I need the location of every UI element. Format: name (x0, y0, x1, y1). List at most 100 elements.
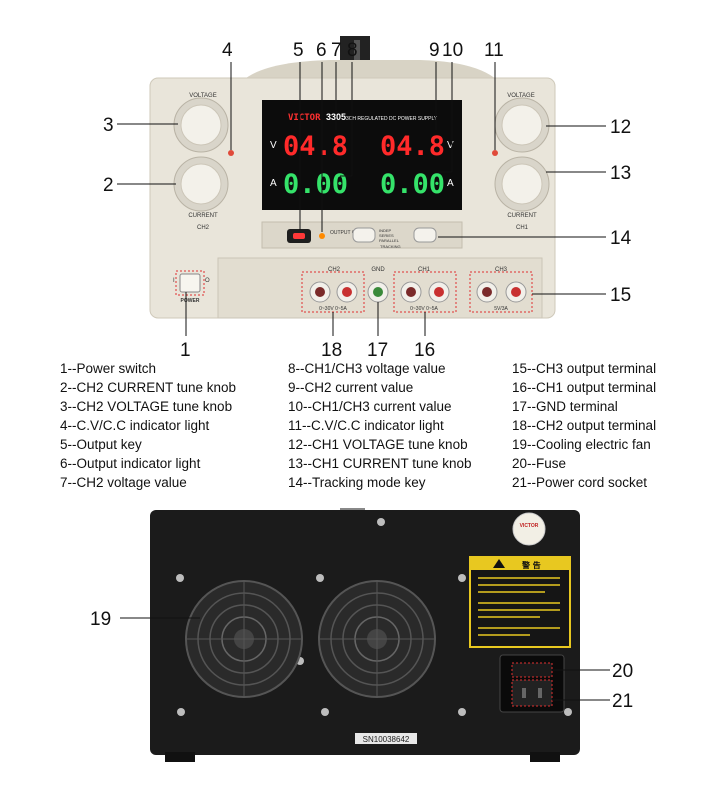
ch1-terminal-label: CH1 (418, 267, 431, 273)
power-switch-highlight (175, 270, 205, 296)
legend-item: 13--CH1 CURRENT tune knob (288, 456, 472, 471)
callout-15: 15 (610, 285, 631, 306)
legend-column-2: 8--CH1/CH3 voltage value 9--CH2 current … (288, 359, 472, 492)
rear-leader-lines (120, 617, 610, 701)
serial-number: SN10038642 (363, 735, 410, 744)
output-label: OUTPUT ON/OFF (330, 230, 371, 236)
legend-item: 10--CH1/CH3 current value (288, 399, 452, 414)
power-mark-off: O (205, 278, 210, 284)
warning-header (471, 558, 569, 570)
legend-column-1: 1--Power switch 2--CH2 CURRENT tune knob… (60, 359, 236, 492)
output-indicator-light (319, 233, 325, 239)
warning-label (469, 556, 571, 648)
callout-7: 7 (331, 40, 342, 61)
cooling-fan-left (185, 580, 303, 698)
fuse-holder[interactable] (511, 662, 553, 678)
callout-11: 11 (484, 40, 504, 61)
ch1-voltage-value: 04.8 (380, 131, 445, 162)
legend-item: 19--Cooling electric fan (512, 437, 651, 452)
warning-title: 警 告 (521, 560, 541, 570)
legend-item: 8--CH1/CH3 voltage value (288, 361, 446, 376)
tracking-parallel: PARALLEL (379, 238, 400, 243)
legend-item: 20--Fuse (512, 456, 567, 471)
ch1-cv-cc-indicator-light (492, 150, 498, 156)
tracking-label: TRACKING (380, 244, 401, 249)
ch1-range: 0~30V 0~5A (410, 306, 438, 312)
ch1-current-label: CURRENT (507, 213, 537, 219)
callout-5: 5 (293, 40, 304, 61)
callout-18: 18 (321, 340, 342, 361)
legend-item: 4--C.V/C.C indicator light (60, 418, 210, 433)
legend-item: 18--CH2 output terminal (512, 418, 657, 433)
rear-screws (176, 518, 572, 716)
legend-item: 15--CH3 output terminal (512, 361, 657, 376)
callout-19: 19 (90, 609, 111, 630)
ch3-range: 5V/3A (494, 306, 508, 312)
front-leader-lines (117, 62, 606, 336)
legend-item: 2--CH2 CURRENT tune knob (60, 380, 237, 395)
legend-item: 16--CH1 output terminal (512, 380, 657, 395)
front-callouts: 3 2 4 5 6 7 8 9 10 11 12 13 14 15 1 18 1… (103, 40, 632, 361)
unit-a-right: A (447, 178, 454, 189)
serial-label (355, 733, 417, 744)
callout-12: 12 (610, 117, 631, 138)
legend-item: 5--Output key (60, 437, 142, 452)
callout-4: 4 (222, 40, 233, 61)
callout-6: 6 (316, 40, 327, 61)
ch3-terminal-label: CH3 (495, 267, 508, 273)
rear-foot-left (165, 752, 195, 762)
brand-logo: VICTOR (288, 113, 321, 123)
power-cord-socket[interactable] (511, 679, 553, 707)
output-key-light (293, 233, 305, 239)
ch2-voltage-knob[interactable] (173, 97, 229, 153)
legend-item: 7--CH2 voltage value (60, 475, 187, 490)
callout-2: 2 (103, 175, 114, 196)
power-switch[interactable] (179, 273, 201, 293)
callout-20: 20 (612, 661, 633, 682)
callout-10: 10 (442, 40, 463, 61)
ch1-voltage-knob[interactable] (494, 97, 550, 153)
ch1-voltage-label: VOLTAGE (507, 93, 534, 99)
power-label: POWER (181, 298, 200, 304)
callout-1: 1 (180, 340, 191, 361)
callout-3: 3 (103, 115, 114, 136)
unit-v-left: V (270, 140, 277, 151)
legend-item: 3--CH2 VOLTAGE tune knob (60, 399, 233, 414)
rear-foot-right (530, 752, 560, 762)
tracking-series: SERIES (379, 233, 394, 238)
panel-title: 3CH REGULATED DC POWER SUPPLY (346, 116, 438, 122)
ch2-current-value: 0.00 (283, 169, 348, 200)
ch2-channel-label: CH2 (197, 225, 210, 231)
legend-column-3: 15--CH3 output terminal 16--CH1 output t… (512, 359, 656, 492)
cooling-fan-right (318, 580, 436, 698)
callout-16: 16 (414, 340, 435, 361)
legend-item: 21--Power cord socket (512, 475, 648, 490)
ch2-current-knob[interactable] (173, 156, 229, 212)
ch2-range: 0~30V 0~5A (319, 306, 347, 312)
legend-item: 9--CH2 current value (288, 380, 414, 395)
tracking-indep: INDEP (379, 228, 392, 233)
legend-item: 11--C.V/C.C indicator light (288, 418, 444, 433)
tracking-key-left[interactable] (352, 227, 376, 243)
ch1-current-knob[interactable] (494, 156, 550, 212)
ch2-terminal-label: CH2 (328, 267, 341, 273)
rear-panel: VICTOR 警 告 SN10038642 (150, 508, 580, 762)
ch2-voltage-value: 04.8 (283, 131, 348, 162)
ch1-current-value: 0.00 (380, 169, 445, 200)
unit-a-left: A (270, 178, 277, 189)
display-panel (262, 100, 462, 210)
legend-item: 12--CH1 VOLTAGE tune knob (288, 437, 468, 452)
callout-13: 13 (610, 163, 631, 184)
legend-item: 14--Tracking mode key (288, 475, 426, 490)
ch1-channel-label: CH1 (516, 225, 529, 231)
ch2-voltage-label: VOLTAGE (189, 93, 216, 99)
ch3-output-terminal-group (469, 271, 533, 313)
callout-9: 9 (429, 40, 440, 61)
gnd-label: GND (371, 267, 385, 273)
warning-icon (493, 559, 505, 568)
tracking-key-right[interactable] (413, 227, 437, 243)
callout-21: 21 (612, 691, 633, 712)
ch2-cv-cc-indicator-light (228, 150, 234, 156)
ch2-current-label: CURRENT (188, 213, 218, 219)
